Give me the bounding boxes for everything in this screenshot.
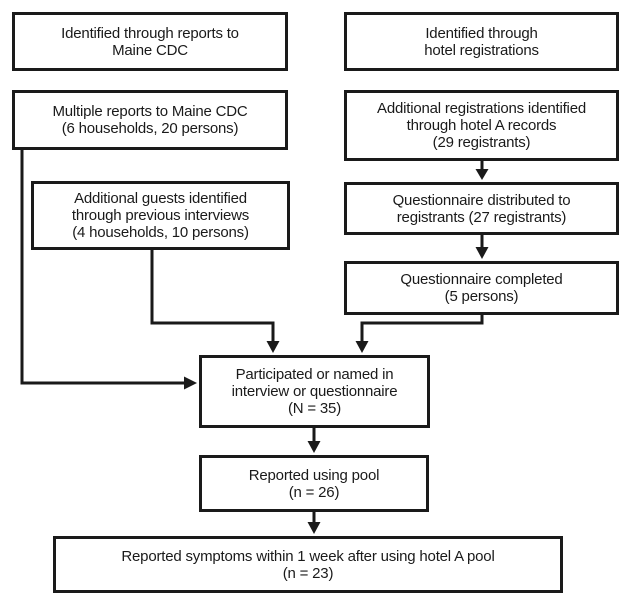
connector-completed-to-participated (355, 314, 484, 353)
box-reported-symptoms-label: Reported symptoms within 1 week after us… (121, 547, 495, 582)
connector-multiple-reports-to-participated (20, 148, 197, 390)
connector-pool-to-symptoms (307, 511, 321, 534)
box-additional-guests-label: Additional guests identified through pre… (71, 190, 250, 241)
connector-registrations-to-distributed (475, 159, 489, 180)
box-participated-or-named-label: Participated or named in interview or qu… (231, 366, 398, 417)
box-multiple-reports-label: Multiple reports to Maine CDC (6 househo… (52, 103, 248, 137)
connector-participated-to-pool (307, 427, 321, 453)
box-questionnaire-completed: Questionnaire completed (5 persons) (344, 261, 619, 315)
box-questionnaire-distributed: Questionnaire distributed to registrants… (344, 182, 619, 235)
box-multiple-reports: Multiple reports to Maine CDC (6 househo… (12, 90, 288, 150)
box-additional-registrations: Additional registrations identified thro… (344, 90, 619, 161)
box-identified-through-cdc-reports: Identified through reports to Maine CDC (12, 12, 288, 71)
box-reported-symptoms: Reported symptoms within 1 week after us… (53, 536, 563, 593)
box-reported-using-pool: Reported using pool (n = 26) (199, 455, 429, 512)
box-reported-using-pool-label: Reported using pool (n = 26) (248, 466, 380, 501)
box-additional-guests: Additional guests identified through pre… (31, 181, 290, 250)
box-identified-through-hotel-registrations-label: Identified through hotel registrations (424, 24, 539, 59)
box-identified-through-cdc-reports-label: Identified through reports to Maine CDC (61, 24, 239, 59)
box-additional-registrations-label: Additional registrations identified thro… (377, 100, 586, 151)
box-participated-or-named: Participated or named in interview or qu… (199, 355, 430, 428)
box-questionnaire-distributed-label: Questionnaire distributed to registrants… (392, 191, 571, 226)
connector-distributed-to-completed (475, 234, 489, 259)
connector-additional-guests-to-participated (150, 250, 280, 353)
box-questionnaire-completed-label: Questionnaire completed (5 persons) (400, 271, 563, 305)
box-identified-through-hotel-registrations: Identified through hotel registrations (344, 12, 619, 71)
